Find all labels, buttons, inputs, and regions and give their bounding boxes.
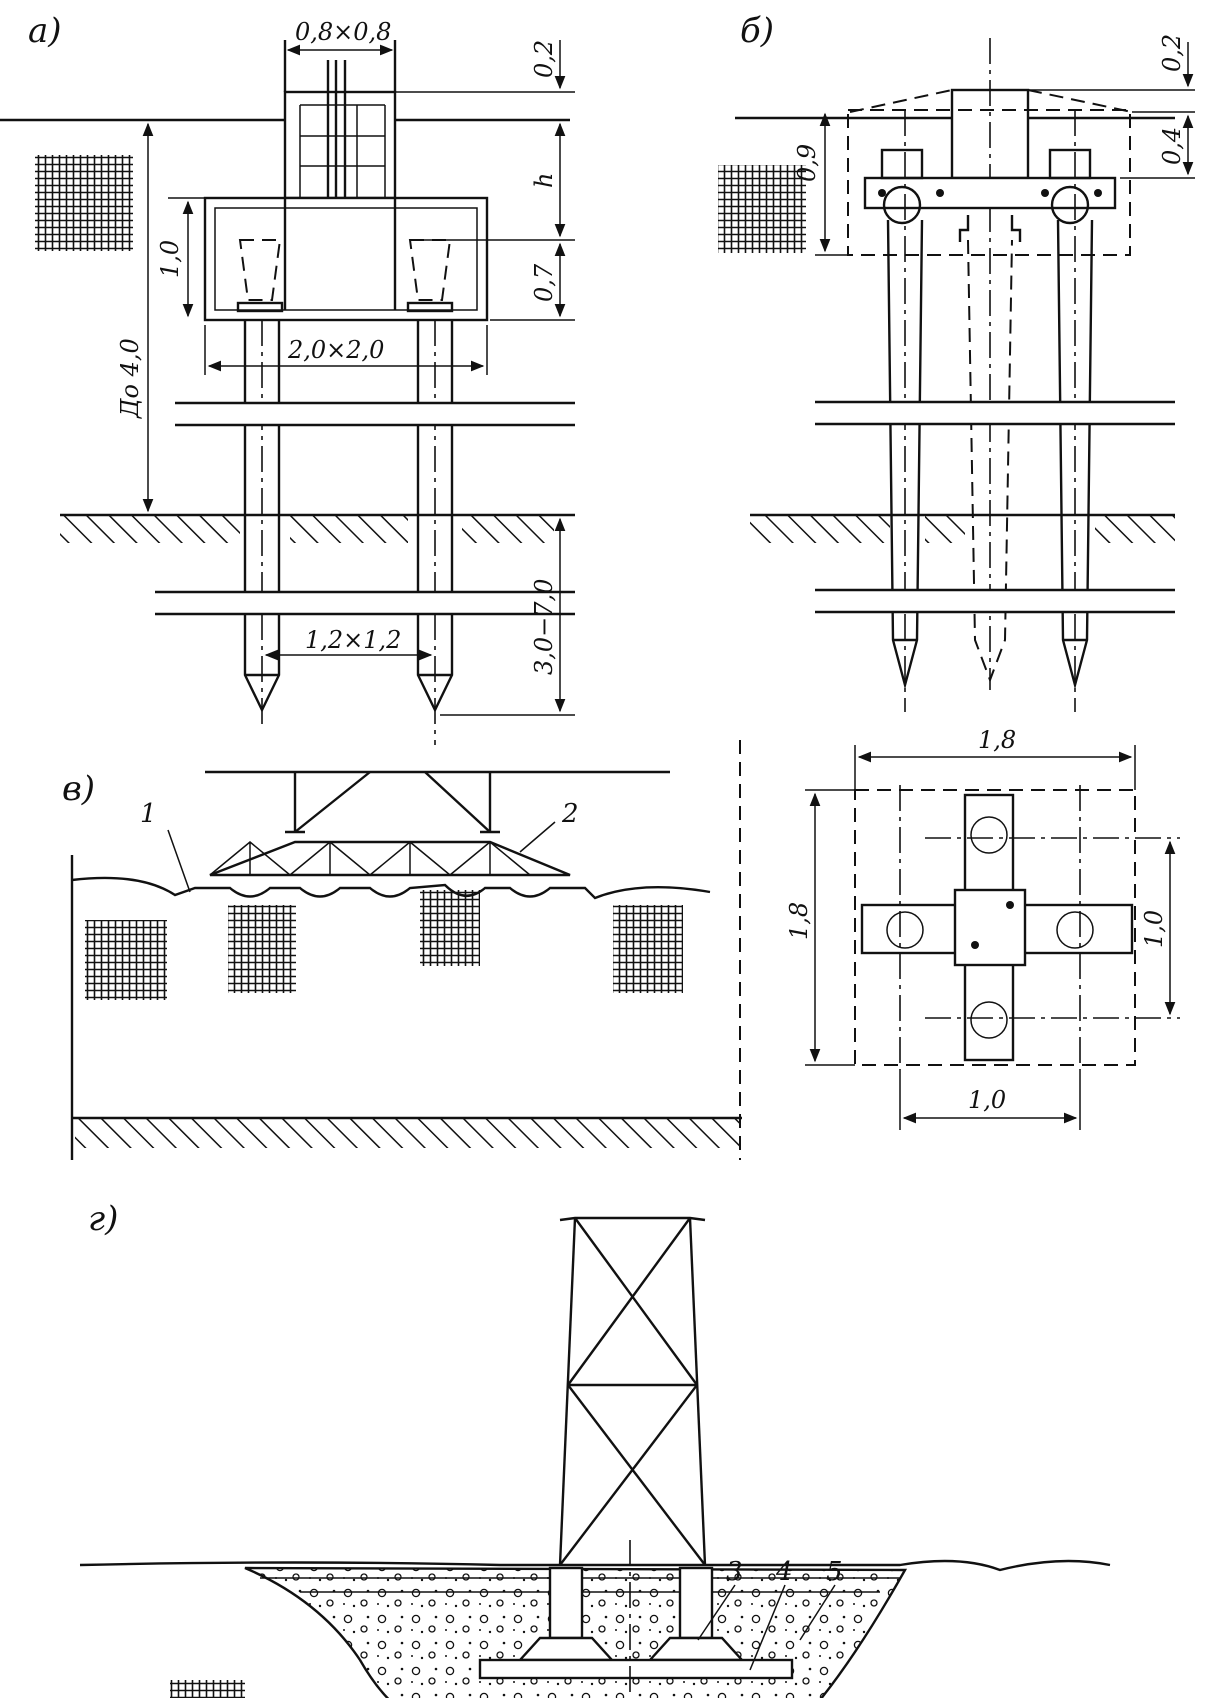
- dim-cap-offset-b: 0,2: [1158, 34, 1186, 72]
- dim-plan-height: 1,8: [785, 902, 813, 940]
- callout-1: 1: [140, 799, 157, 829]
- pile-plate-right: [406, 301, 454, 313]
- callout-5: 5: [826, 1557, 843, 1587]
- post-left: [548, 1566, 584, 1640]
- dim-height-above-ground: До 4,0: [116, 338, 144, 419]
- dim-inner-width: 1,0: [968, 1086, 1006, 1114]
- callout-3: 3: [726, 1557, 743, 1587]
- cap-frame-b: [847, 109, 1131, 256]
- pile-b-right: [1056, 219, 1094, 690]
- dim-column-height: h: [530, 173, 558, 188]
- panel-a-label: а): [28, 11, 62, 51]
- dim-beam-height: 0,4: [1158, 127, 1186, 165]
- dim-plan-width: 1,8: [978, 726, 1016, 754]
- panel-g-label: г): [88, 1199, 118, 1239]
- pile-plate-left: [236, 301, 284, 313]
- pile-head-left: [238, 239, 282, 301]
- panel-a: а): [0, 11, 575, 745]
- post-right: [678, 1566, 714, 1640]
- beam-b: [863, 176, 1117, 210]
- dim-grillage-height: 1,0: [156, 240, 184, 278]
- dim-pile-depth: 3,0−7,0: [530, 579, 558, 675]
- dim-top-section: 0,8×0,8: [295, 18, 391, 46]
- panel-b-plan: 1,8 1,8 1,0 1,0: [785, 726, 1180, 1130]
- callout-4: 4: [775, 1557, 793, 1587]
- ground-hatch-a3: [462, 515, 554, 543]
- ground-profile-v: [71, 876, 711, 900]
- grillage-a-inner: [214, 207, 478, 311]
- ground-hatch-v: [75, 1118, 740, 1148]
- dim-pile-spacing: 1,2×1,2: [305, 626, 401, 654]
- dim-frame-height: 0,9: [793, 144, 821, 182]
- dim-grillage-plan: 2,0×2,0: [287, 336, 384, 364]
- panel-v-label: в): [62, 769, 95, 809]
- column-a: [283, 90, 397, 200]
- callout-2: 2: [561, 799, 579, 829]
- panel-g: г) 3 4 5: [79, 1199, 1111, 1703]
- ground-hatch-b1: [750, 515, 890, 543]
- ground-hatch-a2: [290, 515, 408, 543]
- dim-inner-height: 1,0: [1140, 910, 1168, 948]
- haunch-b: [849, 89, 1133, 113]
- grillage-a: [203, 196, 489, 322]
- soil-crosshatch-a: [35, 155, 133, 251]
- dim-embed-depth: 0,7: [530, 263, 558, 302]
- panel-b-label: б): [740, 11, 774, 51]
- ground-hatch-a1: [60, 515, 240, 543]
- dim-cap-offset-a: 0,2: [530, 40, 558, 78]
- slab-g: [478, 1658, 794, 1680]
- plan-outline: [854, 789, 1136, 1066]
- panel-b: б): [718, 11, 1195, 712]
- pile-b-center: [967, 239, 1013, 683]
- soil-crosshatch-b: [718, 165, 806, 253]
- pile-b-left: [886, 219, 924, 690]
- plan-center-block: [953, 888, 1027, 967]
- surface-line-g: [79, 1559, 1111, 1572]
- panel-v: в) 1 2: [62, 740, 742, 1160]
